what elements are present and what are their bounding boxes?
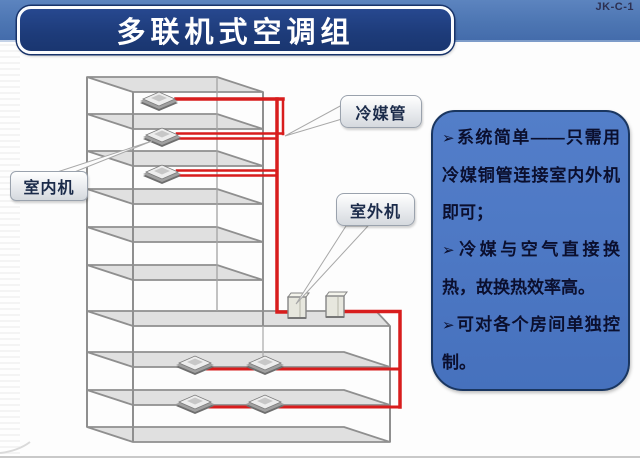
left-edge-texture bbox=[0, 40, 20, 458]
arrow-bullet-icon: ➢ bbox=[442, 317, 455, 334]
feature-bullet-text: 冷媒与空气直接换热，故换热效率高。 bbox=[442, 240, 620, 297]
slide-bottom-border bbox=[0, 456, 640, 458]
refrigerant-pipe-label: 冷媒管 bbox=[355, 105, 407, 123]
indoor-unit-callout: 室内机 bbox=[10, 171, 88, 201]
feature-bullet: ➢系统简单——只需用冷媒铜管连接室内外机即可； bbox=[442, 119, 620, 231]
building-floor-slabs bbox=[86, 76, 391, 443]
ceiling-cassette-icon bbox=[142, 164, 182, 185]
refrigerant-pipe-callout: 冷媒管 bbox=[340, 95, 422, 128]
ceiling-cassette-icon bbox=[142, 127, 182, 148]
feature-bullet-text: 可对各个房间单独控制。 bbox=[442, 315, 620, 372]
arrow-bullet-icon: ➢ bbox=[442, 130, 455, 147]
pipe-callout-tail bbox=[284, 104, 343, 137]
outdoor-unit-callout: 室外机 bbox=[336, 193, 415, 226]
title-plate: 多联机式空调组 bbox=[17, 6, 454, 54]
slide-code: JK-C-1 bbox=[595, 1, 634, 13]
arrow-bullet-icon: ➢ bbox=[442, 242, 455, 259]
ceiling-cassette-icon bbox=[139, 91, 179, 112]
feature-bullet: ➢冷媒与空气直接换热，故换热效率高。 bbox=[442, 231, 620, 306]
page-title: 多联机式空调组 bbox=[116, 17, 355, 49]
outdoor-unit-icon bbox=[287, 292, 310, 319]
building-columns bbox=[86, 77, 391, 442]
decorative-swoosh bbox=[0, 441, 31, 454]
feature-info-box: ➢系统简单——只需用冷媒铜管连接室内外机即可； ➢冷媒与空气直接换热，故换热效率… bbox=[431, 110, 630, 391]
refrigerant-pipes bbox=[174, 97, 402, 409]
indoor-unit-label: 室内机 bbox=[23, 180, 75, 197]
outdoor-unit-icon bbox=[325, 291, 348, 318]
outdoor-unit-label: 室外机 bbox=[349, 203, 401, 221]
feature-bullet: ➢可对各个房间单独控制。 bbox=[442, 306, 620, 381]
feature-bullet-text: 系统简单——只需用冷媒铜管连接室内外机即可； bbox=[442, 128, 620, 222]
outdoor-callout-tail bbox=[295, 225, 370, 305]
